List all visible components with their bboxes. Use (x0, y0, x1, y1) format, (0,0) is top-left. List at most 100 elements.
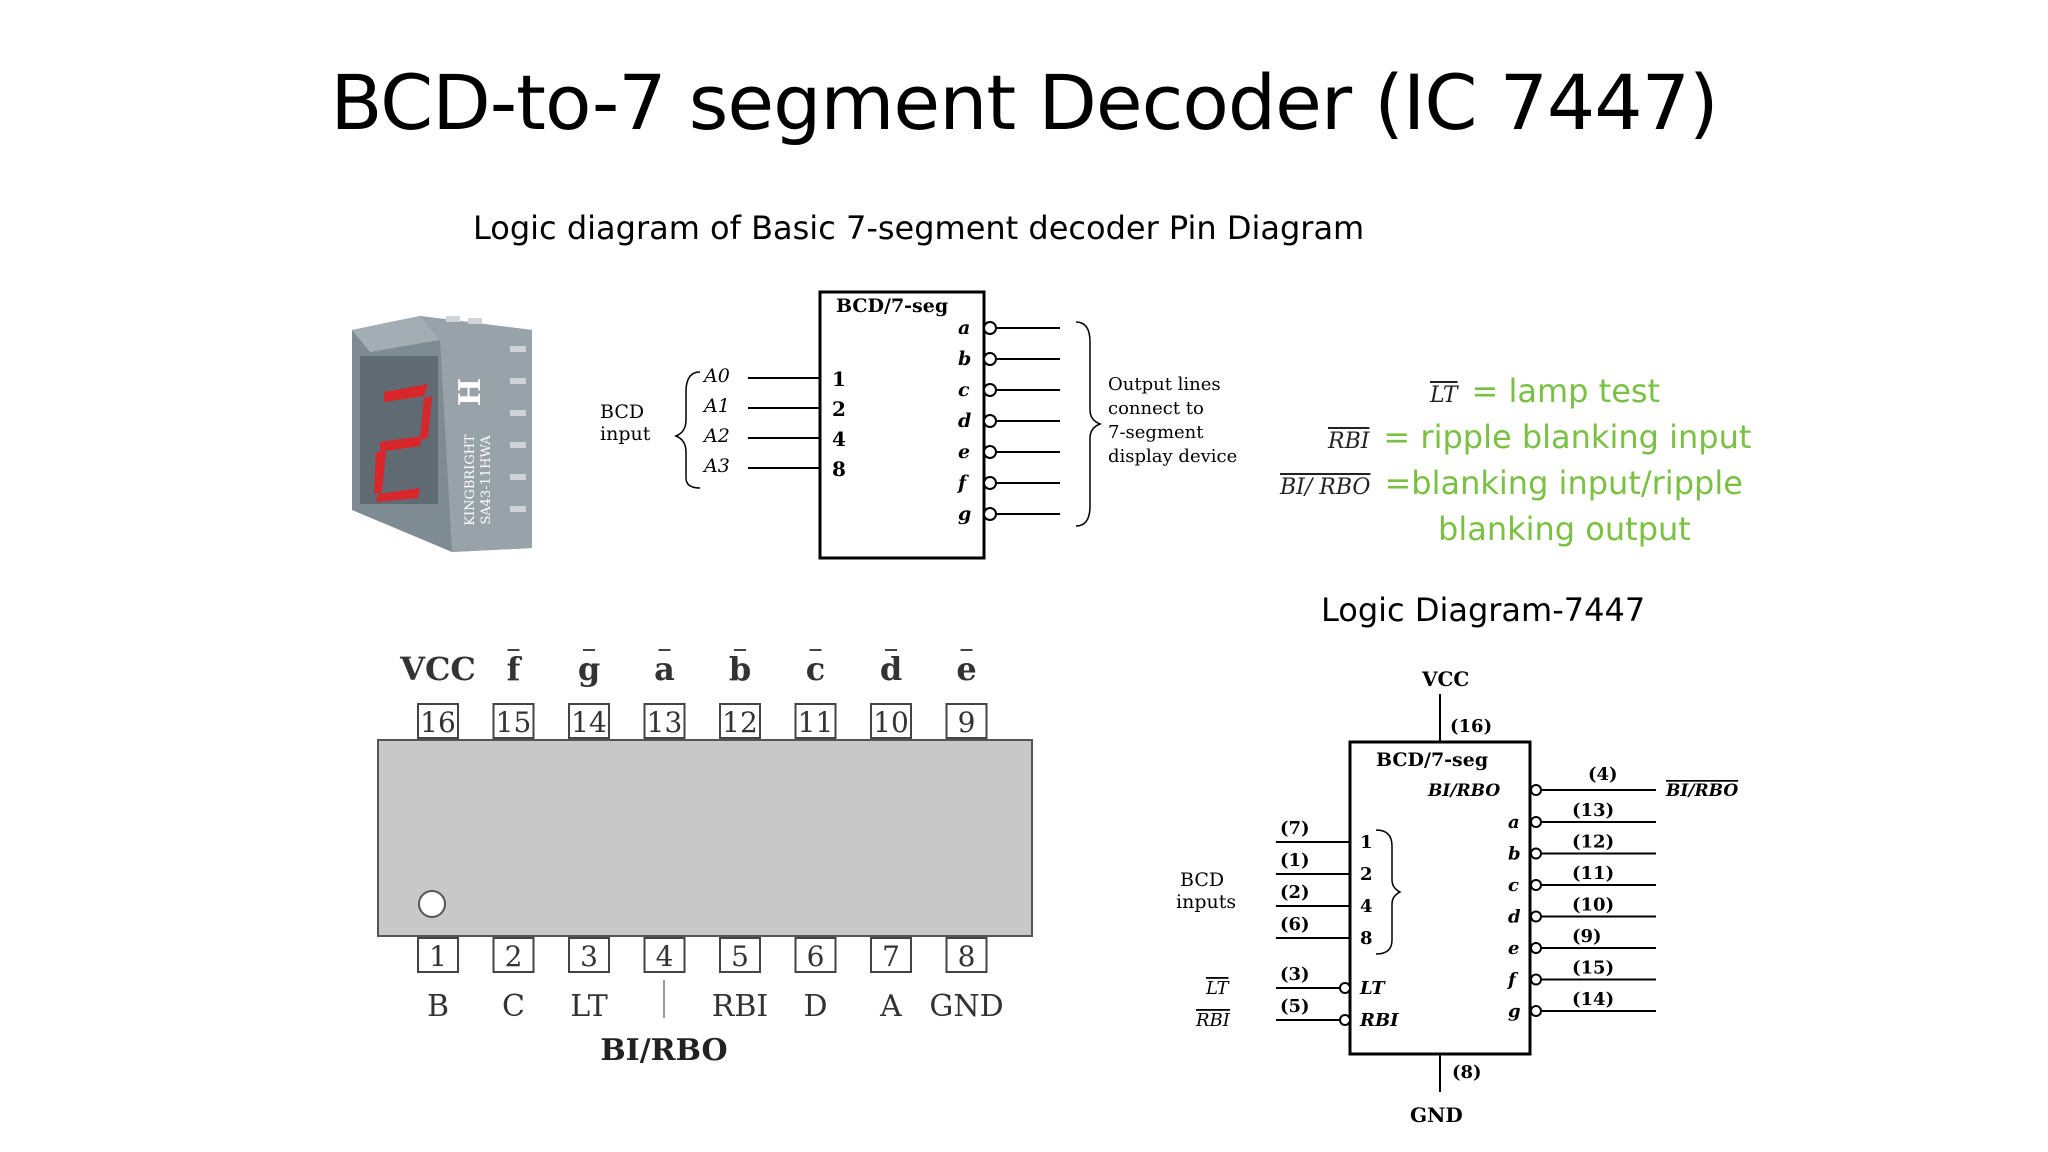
pin-box (643, 937, 686, 973)
output-segment-label: a (958, 317, 970, 339)
output-segment-label: d (1508, 907, 1521, 928)
output-bubble (1530, 847, 1542, 860)
pin-number: 5 (731, 940, 749, 973)
legend-row-bi-rbo: BI/ RBO =blanking input/ripple (1280, 464, 1743, 502)
pin-number: 16 (420, 706, 456, 739)
pin4-label: BI/RBO (600, 1033, 727, 1068)
legend-symbol: RBI (1328, 429, 1370, 454)
bi-rbo-outer-label: BI/RBO (1665, 781, 1738, 801)
pin-box (492, 703, 535, 739)
output-segment-label: a (1508, 812, 1520, 833)
input-weight: 2 (832, 397, 846, 421)
rbi-inner-label: RBI (1359, 1010, 1399, 1031)
slide-title: BCD-to-7 segment Decoder (IC 7447) (330, 58, 1718, 147)
pin-box (945, 937, 988, 973)
pin-label: d (880, 650, 902, 688)
pin-box (643, 703, 686, 739)
pin-box (417, 937, 459, 973)
pin-box (870, 937, 912, 973)
output-bubble (983, 321, 997, 335)
pin-number: 15 (496, 706, 532, 739)
legend-row-continued: blanking output (1438, 510, 1691, 548)
output-segment-label: g (1508, 1001, 1521, 1022)
ic-control-pin: (3) (1280, 964, 1310, 985)
output-bubble (983, 352, 997, 366)
pin-one-marker (418, 890, 446, 918)
pin-label: a (654, 650, 675, 688)
pin-number: 9 (958, 706, 976, 739)
output-bubble (1530, 910, 1542, 923)
input-name-a2: A2 (702, 425, 730, 447)
legend-symbol: BI/ RBO (1280, 475, 1371, 500)
output-segment-label: c (1508, 875, 1519, 896)
pin-box (568, 703, 610, 739)
gnd-pin: (8) (1452, 1062, 1482, 1083)
basic-input-group-label: input (600, 423, 651, 445)
pin-box (945, 703, 988, 739)
legend-row-rbi: RBI = ripple blanking input (1328, 418, 1751, 456)
legend-row-lt: LT= lamp test (1430, 372, 1660, 410)
lt-outer-label: LT (1205, 978, 1230, 999)
ic7447-chip-label: BCD/7-seg (1376, 749, 1488, 771)
vcc-pin: (16) (1450, 716, 1492, 737)
basic-decoder-labels: BCD/7-seg BCD input A0 A1 A2 A3 1 2 4 8 … (600, 295, 1237, 525)
pin-label: c (806, 650, 825, 688)
ic-input-weight: 4 (1360, 896, 1373, 917)
ic-input-pin: (2) (1280, 882, 1310, 903)
output-segment-label: e (1508, 938, 1519, 959)
lt-inner-label: LT (1359, 978, 1386, 999)
pin-number: 2 (505, 940, 523, 973)
output-segment-label: d (958, 410, 971, 432)
segment-digit-two (374, 384, 432, 502)
seven-segment-display-photo: H KINGBRIGHT SA43-11HWA (352, 316, 532, 552)
pin-box (492, 937, 535, 973)
pin-label: b (729, 650, 751, 688)
output-bubble (1530, 816, 1542, 828)
output-bubble (1530, 942, 1542, 954)
legend-text: = ripple blanking input (1383, 418, 1752, 456)
legend-text: =blanking input/ripple (1384, 464, 1743, 502)
output-segment-label: f (1506, 970, 1519, 991)
output-pin-number: (11) (1572, 863, 1614, 884)
pin-box (794, 937, 837, 973)
ic-input-pin: (6) (1280, 914, 1310, 935)
display-logo: H (453, 378, 488, 406)
output-segment-label: f (956, 472, 969, 494)
logic-diagram-title: Logic Diagram-7447 (1321, 591, 1646, 629)
pin-box (719, 703, 761, 739)
output-bubble (983, 445, 997, 459)
pin-label: g (578, 650, 600, 688)
pin-number: 7 (882, 940, 900, 973)
pin-label: B (427, 989, 449, 1024)
ic-input-pin: (1) (1280, 850, 1310, 871)
pin-label: LT (570, 989, 608, 1024)
output-bubble (1530, 879, 1542, 891)
output-note-line: display device (1108, 446, 1237, 467)
display-model: SA43-11HWA (479, 435, 494, 525)
pin-label: RBI (712, 989, 768, 1024)
input-weight: 1 (832, 367, 846, 391)
legend-text: = lamp test (1471, 372, 1661, 410)
output-segment-label: b (1508, 844, 1521, 865)
output-note-line: 7-segment (1108, 422, 1204, 443)
pin-label: A (879, 989, 902, 1024)
section-subtitle: Logic diagram of Basic 7-segment decoder… (473, 209, 1365, 247)
pin-label: f (507, 650, 523, 688)
output-segment-label: g (958, 503, 971, 525)
output-segment-label: e (958, 441, 970, 463)
pin-box (417, 703, 459, 739)
output-pin-number: (15) (1572, 958, 1614, 979)
pin-number: 14 (571, 706, 607, 739)
ic-input-group-label: inputs (1176, 891, 1236, 913)
input-name-a3: A3 (702, 455, 730, 477)
gnd-label: GND (1410, 1103, 1463, 1127)
vcc-label: VCC (1421, 667, 1469, 691)
ic-input-pin: (7) (1280, 818, 1310, 839)
output-note-line: Output lines (1108, 374, 1221, 395)
ic-package-body (377, 739, 1033, 937)
bi-rbo-pin: (4) (1588, 764, 1618, 785)
ic-input-group-label: BCD (1180, 869, 1224, 891)
ic-input-weight: 1 (1360, 832, 1373, 853)
output-note-line: connect to (1108, 398, 1204, 419)
